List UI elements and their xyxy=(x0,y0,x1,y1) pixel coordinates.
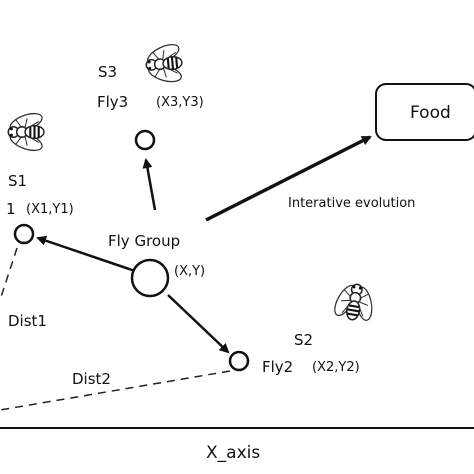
fly-icon-s1 xyxy=(6,108,46,156)
fly-group-coord: (X,Y) xyxy=(174,264,205,279)
fly-group-label: Fly Group xyxy=(108,232,180,250)
fly3-label: Fly3 xyxy=(97,93,128,111)
fly1-node xyxy=(13,223,35,245)
dist1-line xyxy=(0,247,18,301)
fly-icon-s2 xyxy=(328,279,381,325)
arrow-to-fly1 xyxy=(36,235,136,273)
fly-icon-s3 xyxy=(142,39,186,89)
arrow-to-food xyxy=(205,135,372,222)
s1-label: S1 xyxy=(8,172,27,190)
fly1-label: 1 xyxy=(6,200,16,218)
arrow-to-fly2 xyxy=(167,294,230,354)
dist2-label: Dist2 xyxy=(72,370,111,388)
x-axis-label: X_axis xyxy=(206,443,260,463)
s2-label: S2 xyxy=(294,331,313,349)
s3-label: S3 xyxy=(98,63,117,81)
dist1-label: Dist1 xyxy=(8,312,47,330)
evolution-label: Interative evolution xyxy=(288,196,415,211)
fly2-label: Fly2 xyxy=(262,358,293,376)
food-label: Food xyxy=(410,103,451,123)
arrow-to-fly3 xyxy=(142,158,157,211)
dist2-line xyxy=(0,370,231,411)
food-box xyxy=(375,83,474,141)
fly3-node xyxy=(134,129,156,151)
fly1-coord: (X1,Y1) xyxy=(26,202,74,217)
fly-group-node xyxy=(130,258,170,298)
fly3-coord: (X3,Y3) xyxy=(156,95,204,110)
fly2-node xyxy=(228,350,250,372)
fly2-coord: (X2,Y2) xyxy=(312,360,360,375)
